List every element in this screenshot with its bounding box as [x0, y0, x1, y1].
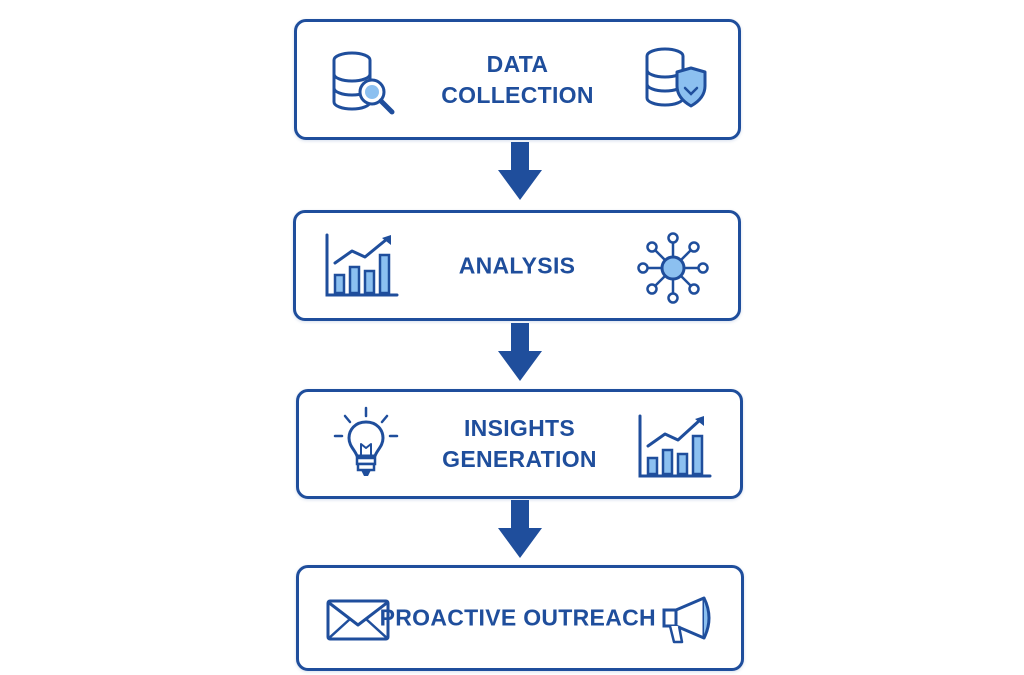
- bar-chart-trend-icon: [638, 414, 712, 480]
- megaphone-icon: [662, 594, 720, 646]
- network-hub-icon: [635, 230, 711, 306]
- step-label: ANALYSIS: [459, 250, 576, 281]
- bar-chart-trend-icon: [325, 233, 399, 299]
- down-arrow: [496, 323, 544, 381]
- step-analysis: ANALYSIS: [293, 210, 741, 321]
- step-label: DATA COLLECTION: [441, 49, 594, 111]
- database-search-icon: [328, 48, 398, 118]
- lightbulb-icon: [331, 406, 401, 484]
- step-label: INSIGHTS GENERATION: [442, 413, 597, 475]
- envelope-icon: [326, 599, 390, 641]
- step-label-line: PROACTIVE OUTREACH: [379, 604, 656, 631]
- step-label: PROACTIVE OUTREACH: [380, 603, 656, 634]
- step-data-collection: DATA COLLECTION: [294, 19, 741, 140]
- step-label-line: DATA: [486, 50, 549, 77]
- step-label-line: COLLECTION: [441, 81, 594, 108]
- down-arrow: [496, 142, 544, 200]
- step-insights-generation: INSIGHTS GENERATION: [296, 389, 743, 499]
- step-label-line: GENERATION: [442, 446, 597, 472]
- step-proactive-outreach: PROACTIVE OUTREACH: [296, 565, 744, 671]
- database-shield-icon: [641, 44, 711, 114]
- step-label-line: INSIGHTS: [463, 415, 576, 441]
- down-arrow: [496, 500, 544, 558]
- step-label-line: ANALYSIS: [458, 252, 576, 278]
